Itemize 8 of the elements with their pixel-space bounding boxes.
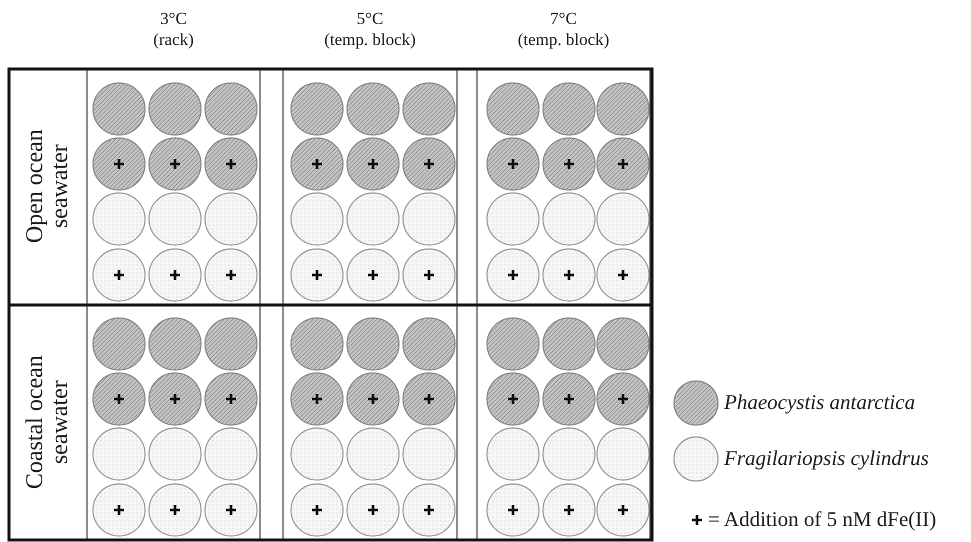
- column-header: 5°C (temp. block): [323, 8, 417, 50]
- legend-label: = Addition of 5 nM dFe(II): [708, 507, 936, 532]
- legend-label: Phaeocystis antarctica: [724, 390, 916, 415]
- column-header: 3°C (rack): [152, 8, 195, 50]
- legend-label: Fragilariopsis cylindrus: [724, 446, 929, 471]
- row-label: Coastal ocean seawater: [22, 354, 74, 491]
- column-header: 7°C (temp. block): [516, 8, 610, 50]
- row-label: Open ocean seawater: [22, 128, 74, 246]
